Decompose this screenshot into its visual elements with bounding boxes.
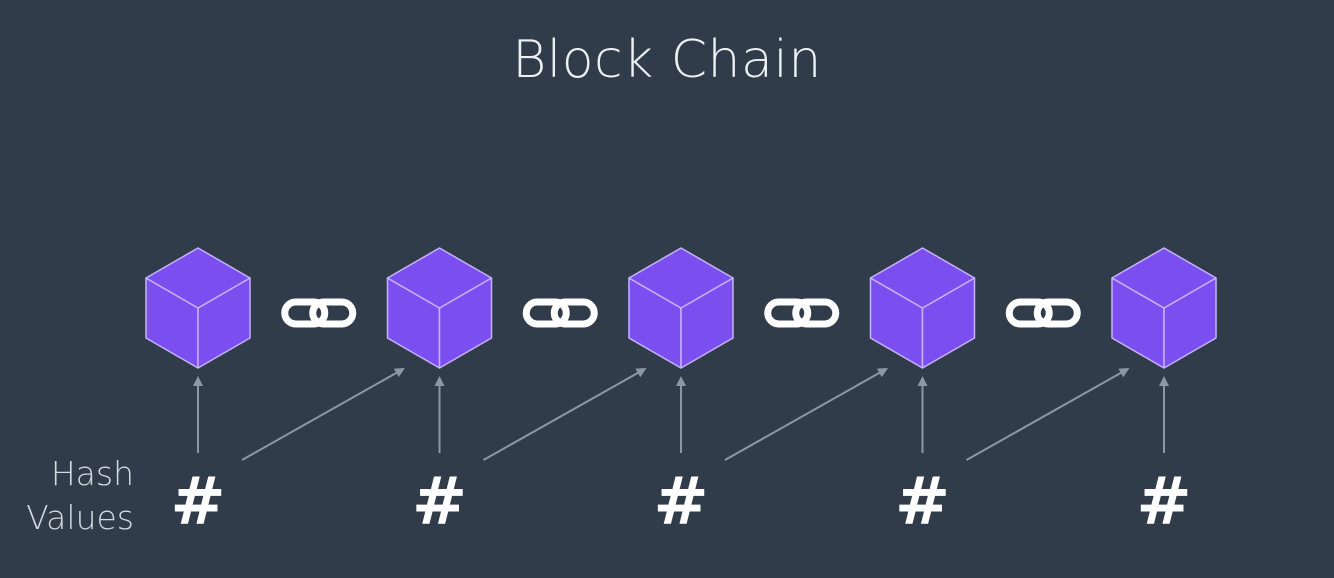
hash-arrow-diagonal bbox=[241, 368, 405, 461]
hash-icon: # bbox=[653, 463, 708, 540]
hash-values-label: Hash Values bbox=[14, 452, 134, 540]
hash-icon: # bbox=[170, 463, 225, 540]
block-cube bbox=[1111, 247, 1217, 369]
chain-link-icon bbox=[281, 298, 357, 328]
hash-label-line2: Values bbox=[26, 498, 134, 537]
block-cube bbox=[145, 247, 251, 369]
hash-icon: # bbox=[412, 463, 467, 540]
block-cube bbox=[869, 247, 976, 369]
links-group bbox=[281, 298, 1081, 328]
hash-label-line1: Hash bbox=[50, 454, 134, 493]
page-title: Block Chain bbox=[512, 30, 822, 90]
chain-link-icon bbox=[522, 298, 598, 328]
hashes-group: # # # # # bbox=[170, 463, 1191, 540]
chain-link-icon bbox=[764, 298, 840, 328]
chain-link-icon bbox=[1005, 298, 1081, 328]
hash-arrow-diagonal bbox=[724, 368, 888, 461]
block-cube bbox=[628, 247, 734, 369]
hash-arrow-diagonal bbox=[483, 368, 647, 461]
hash-icon: # bbox=[895, 463, 950, 540]
hash-arrow-diagonal bbox=[966, 368, 1130, 461]
arrows-group bbox=[193, 368, 1169, 461]
blocks-group bbox=[145, 247, 1217, 369]
hash-icon: # bbox=[1136, 463, 1191, 540]
block-cube bbox=[386, 247, 493, 369]
